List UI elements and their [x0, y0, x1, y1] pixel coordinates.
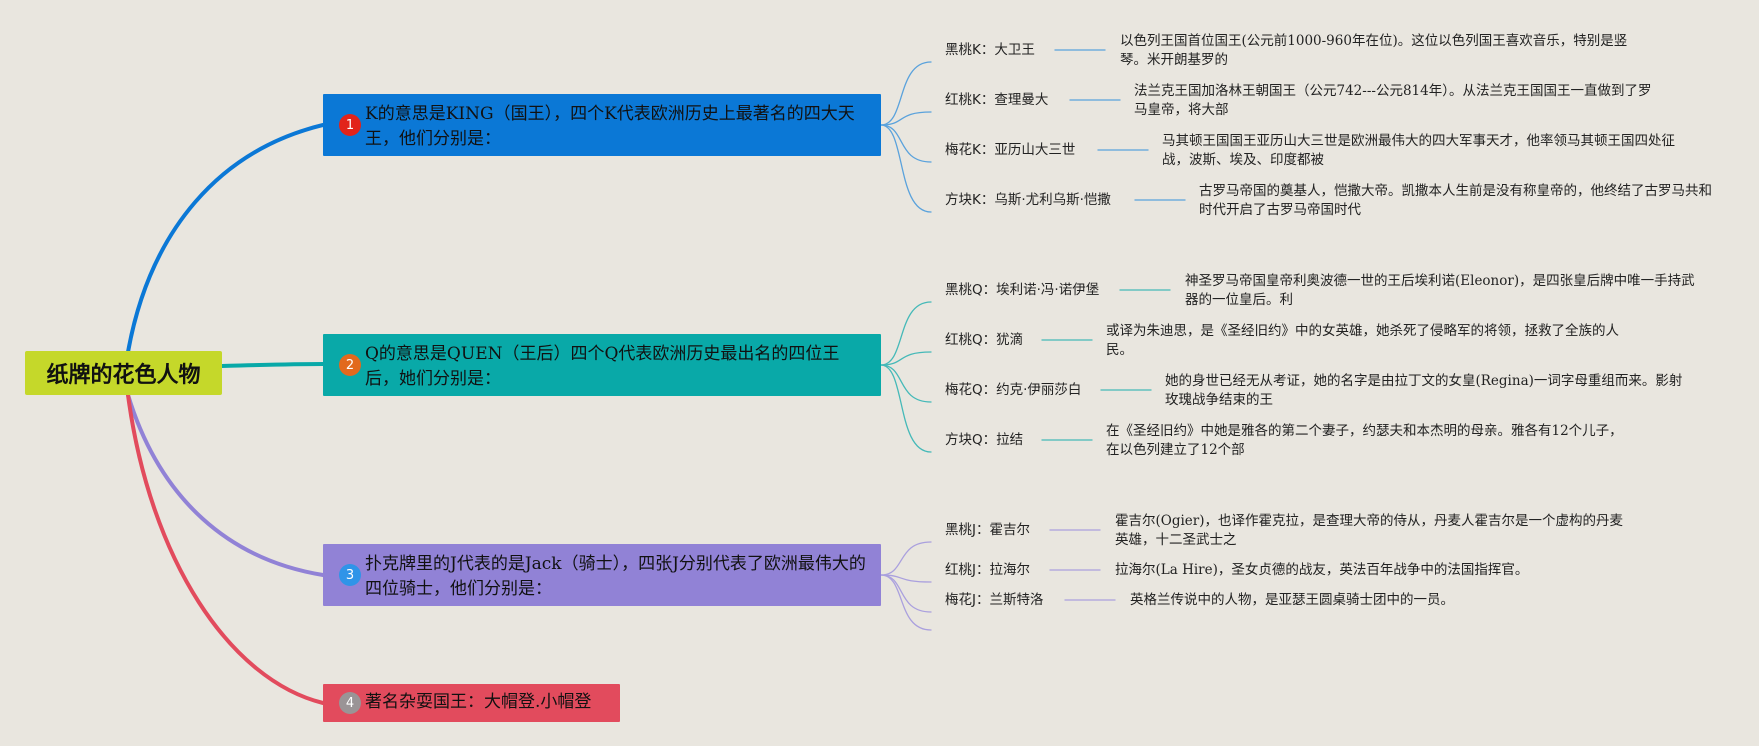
connector-kings-leaf-3 — [880, 124, 932, 163]
leaf-diamond-king[interactable]: 方块K：乌斯·尤利乌斯·恺撒 — [945, 192, 1111, 208]
leaf-desc-club-queen: 她的身世已经无从考证，她的名字是由拉丁文的女皇(Regina)一词字母重组而来。… — [1165, 373, 1683, 408]
topic-jugglers[interactable]: 4 著名杂耍国王：大帽登.小帽登 — [323, 684, 620, 722]
leaf-desc-club-king: 马其顿王国国王亚历山大三世是欧洲最伟大的四大军事天才，他率领马其顿王国四处征战，… — [1162, 133, 1675, 168]
topic-queens[interactable]: 2 Q的意思是QUEN（王后）四个Q代表欧洲历史最出名的四位王后，她们分别是： — [323, 334, 881, 396]
leaf-spade-king[interactable]: 黑桃K：大卫王 — [945, 42, 1035, 58]
topic-number-badge: 1 — [339, 114, 361, 136]
leaf-desc-spade-queen: 神圣罗马帝国皇帝利奥波德一世的王后埃利诺(Eleonor)，是四张皇后牌中唯一手… — [1185, 273, 1695, 308]
topic-jacks[interactable]: 3 扑克牌里的J代表的是Jack（骑士），四张J分别代表了欧洲最伟大的四位骑士，… — [323, 544, 881, 606]
leaf-desc-spade-jack: 霍吉尔(Ogier)，也译作霍克拉，是查理大帝的侍从，丹麦人霍吉尔是一个虚构的丹… — [1115, 513, 1624, 548]
leaf-desc-diamond-queen: 在《圣经旧约》中她是雅各的第二个妻子，约瑟夫和本杰明的母亲。雅各有12个儿子，在… — [1106, 423, 1623, 458]
leaf-spade-jack[interactable]: 黑桃J：霍吉尔 — [945, 522, 1030, 538]
topic-number-badge: 2 — [339, 354, 361, 376]
topic-label: 扑克牌里的J代表的是Jack（骑士），四张J分别代表了欧洲最伟大的四位骑士，他们… — [365, 554, 866, 599]
connector-jacks-leaf-1 — [880, 541, 932, 576]
leaf-desc-spade-king: 以色列王国首位国王(公元前1000-960年在位)。这位以色列国王喜欢音乐，特别… — [1120, 33, 1628, 68]
leaf-desc-heart-jack: 拉海尔(La Hire)，圣女贞德的战友，英法百年战争中的法国指挥官。 — [1115, 562, 1529, 578]
connector-jacks-extra — [880, 574, 932, 631]
root-topic[interactable]: 纸牌的花色人物 — [25, 351, 222, 395]
leaf-desc-diamond-king: 古罗马帝国的奠基人，恺撒大帝。凯撒本人生前是没有称皇帝的，他终结了古罗马共和时代… — [1199, 183, 1712, 218]
topic-kings[interactable]: 1 K的意思是KING（国王），四个K代表欧洲历史上最著名的四大天王，他们分别是… — [323, 94, 881, 156]
connector-root-to-jugglers — [126, 393, 325, 705]
leaf-desc-heart-king: 法兰克王国加洛林王朝国王（公元742---公元814年）。从法兰克王国国王一直做… — [1134, 83, 1652, 118]
leaf-club-queen[interactable]: 梅花Q：约克·伊丽莎白 — [945, 382, 1082, 398]
connector-root-to-kings — [126, 123, 325, 354]
leaf-club-jack[interactable]: 梅花J：兰斯特洛 — [945, 592, 1044, 608]
leaf-heart-king[interactable]: 红桃K：查理曼大 — [945, 92, 1049, 108]
topic-number-badge: 4 — [339, 692, 361, 714]
topic-label: 著名杂耍国王：大帽登.小帽登 — [365, 692, 592, 712]
connector-root-to-jacks — [126, 393, 325, 577]
leaf-spade-queen[interactable]: 黑桃Q：埃利诺·冯·诺伊堡 — [945, 282, 1100, 298]
connector-jacks-leaf-3 — [880, 574, 932, 613]
connector-kings-leaf-4 — [880, 124, 932, 213]
connector-queens-leaf-3 — [880, 364, 932, 403]
topic-label: Q的意思是QUEN（王后）四个Q代表欧洲历史最出名的四位王后，她们分别是： — [365, 344, 840, 389]
connector-kings-leaf-1 — [880, 61, 932, 126]
leaf-club-king[interactable]: 梅花K：亚历山大三世 — [945, 142, 1076, 158]
connector-root-to-queens — [220, 362, 325, 368]
leaf-desc-heart-queen: 或译为朱迪思，是《圣经旧约》中的女英雄，她杀死了侵略军的将领，拯救了全族的人民。 — [1106, 323, 1619, 358]
topic-label: K的意思是KING（国王），四个K代表欧洲历史上最著名的四大天王，他们分别是： — [365, 104, 855, 149]
root-topic-label: 纸牌的花色人物 — [46, 363, 201, 388]
connector-queens-leaf-2 — [880, 351, 932, 366]
connector-kings-leaf-2 — [880, 111, 932, 126]
connector-queens-leaf-1 — [880, 301, 932, 366]
connector-queens-leaf-4 — [880, 364, 932, 453]
leaf-diamond-queen[interactable]: 方块Q：拉结 — [945, 432, 1024, 448]
leaf-desc-club-jack: 英格兰传说中的人物，是亚瑟王圆桌骑士团中的一员。 — [1130, 592, 1454, 608]
leaf-heart-queen[interactable]: 红桃Q：犹滴 — [945, 332, 1024, 348]
topic-number-badge: 3 — [339, 564, 361, 586]
leaf-heart-jack[interactable]: 红桃J：拉海尔 — [945, 562, 1030, 578]
